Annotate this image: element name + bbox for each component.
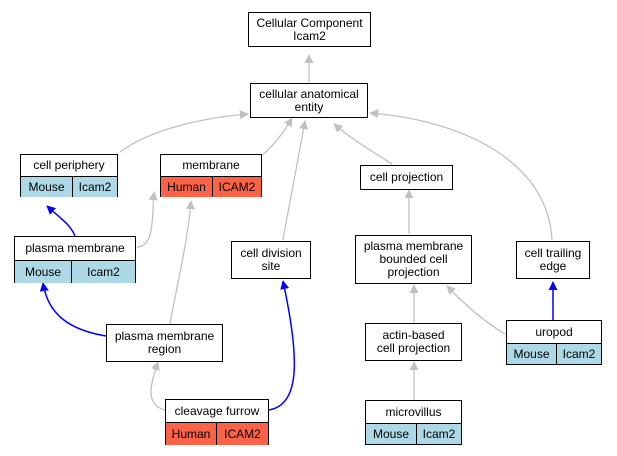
node-cleavage-furrow[interactable]: cleavage furrow Human ICAM2	[165, 399, 269, 445]
gene-cell: Icam2	[71, 261, 135, 283]
node-label: uropod	[535, 324, 573, 339]
gene-cell: Icam2	[416, 424, 461, 444]
edge-plasma-membrane-to-cell-periphery	[46, 205, 76, 237]
edge-uropod-to-pm-bounded	[446, 285, 506, 335]
gene-cell: Icam2	[72, 177, 117, 197]
node-actin-based-cell-projection[interactable]: actin-based cell projection	[365, 323, 462, 361]
node-label: plasma membrane bounded cell projection	[363, 239, 464, 279]
edge-membrane-to-cae	[261, 117, 293, 156]
node-label: actin-based cell projection	[376, 328, 451, 355]
edge-cell-projection-to-cae	[333, 123, 393, 165]
node-label: membrane	[182, 158, 240, 172]
node-plasma-membrane[interactable]: plasma membrane Mouse Icam2	[14, 236, 136, 283]
node-label: cell periphery	[33, 158, 105, 172]
edge-cleavage-furrow-to-pm-region	[150, 361, 166, 411]
gene-cell: Icam2	[556, 344, 601, 364]
annotation-row: Mouse Icam2	[15, 260, 135, 283]
node-label: cell trailing edge	[524, 246, 582, 273]
species-cell: Mouse	[15, 261, 71, 283]
node-uropod[interactable]: uropod Mouse Icam2	[506, 320, 602, 365]
edge-plasma-membrane-to-membrane	[136, 191, 158, 248]
node-cell-periphery[interactable]: cell periphery Mouse Icam2	[20, 154, 118, 197]
gene-cell: ICAM2	[212, 177, 261, 197]
annotation-row: Mouse Icam2	[21, 176, 117, 197]
species-cell: Human	[161, 177, 212, 197]
node-cell-division-site[interactable]: cell division site	[231, 241, 311, 279]
node-cellular-component-icam2[interactable]: Cellular Component Icam2	[248, 12, 371, 47]
edge-cell-periphery-to-cae	[119, 110, 249, 153]
node-cell-projection[interactable]: cell projection	[360, 165, 453, 190]
edge-cleavage-furrow-to-cell-division-site	[268, 280, 296, 411]
species-cell: Human	[166, 423, 216, 445]
node-membrane[interactable]: membrane Human ICAM2	[160, 154, 262, 197]
species-cell: Mouse	[21, 177, 72, 197]
node-cell-trailing-edge[interactable]: cell trailing edge	[516, 241, 590, 279]
node-plasma-membrane-bounded-cell-projection[interactable]: plasma membrane bounded cell projection	[355, 235, 472, 284]
node-cellular-anatomical-entity[interactable]: cellular anatomical entity	[250, 83, 368, 118]
edge-cell-division-site-to-cae	[282, 120, 308, 241]
species-cell: Mouse	[507, 344, 556, 364]
annotation-row: Mouse Icam2	[366, 423, 461, 444]
annotation-row: Human ICAM2	[166, 422, 268, 445]
annotation-row: Human ICAM2	[161, 176, 261, 197]
node-label: Cellular Component Icam2	[256, 15, 363, 43]
node-label: cellular anatomical entity	[259, 86, 359, 114]
node-plasma-membrane-region[interactable]: plasma membrane region	[106, 324, 223, 362]
node-label: plasma membrane	[25, 241, 125, 255]
species-cell: Mouse	[366, 424, 416, 444]
node-label: plasma membrane region	[114, 329, 215, 356]
node-label: cell projection	[369, 170, 444, 184]
node-label: cleavage furrow	[174, 403, 260, 418]
annotation-row: Mouse Icam2	[507, 343, 601, 364]
gene-cell: ICAM2	[216, 423, 268, 445]
edge-pm-region-to-plasma-membrane	[39, 282, 107, 337]
edge-pm-region-to-membrane	[169, 200, 195, 325]
node-microvillus[interactable]: microvillus Mouse Icam2	[365, 400, 462, 445]
node-label: cell division site	[240, 246, 302, 273]
node-label: microvillus	[385, 404, 442, 419]
edge-cell-trailing-edge-to-cae	[369, 109, 553, 241]
